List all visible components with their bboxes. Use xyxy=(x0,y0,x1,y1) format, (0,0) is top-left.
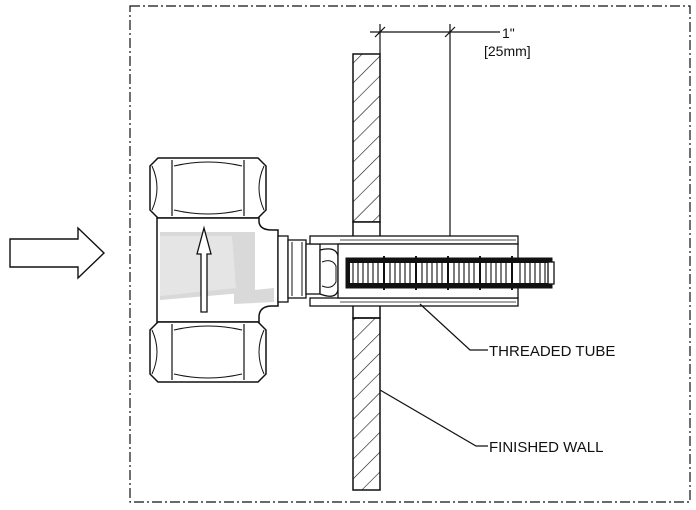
threaded-tube-label: THREADED TUBE xyxy=(489,343,615,360)
threaded-tube-leader xyxy=(419,303,488,351)
finished-wall-leader xyxy=(379,389,488,447)
splined-stem xyxy=(345,256,555,290)
flow-direction-arrow-icon xyxy=(9,226,106,280)
dimension-metric-label: [25mm] xyxy=(484,43,531,59)
dimension-imperial-label: 1" xyxy=(502,25,515,41)
bonnet-assembly xyxy=(277,235,339,303)
dimension-indicator xyxy=(370,24,500,236)
valve-body xyxy=(149,157,279,383)
finished-wall-label: FINISHED WALL xyxy=(489,439,603,456)
drawing-border xyxy=(129,5,691,503)
body-flow-arrow-icon xyxy=(196,225,212,313)
